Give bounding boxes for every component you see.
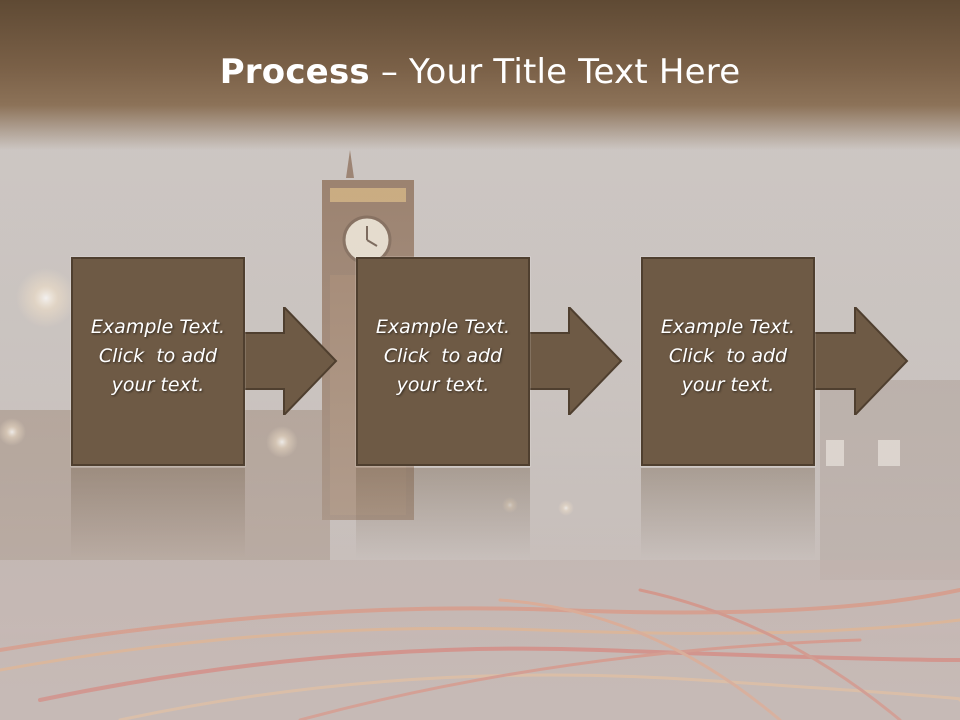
title-rest: – Your Title Text Here	[369, 52, 741, 92]
step-reflection	[356, 468, 530, 558]
step-text-line: Click to add	[668, 345, 788, 367]
title-band	[0, 0, 960, 150]
step-text-line: Example Text.	[660, 316, 796, 338]
step-text-line: your text.	[396, 374, 490, 396]
title-bold: Process	[219, 52, 370, 92]
step-text-line: your text.	[681, 374, 775, 396]
process-step-box[interactable]: Example Text. Click to add your text.	[356, 257, 530, 466]
step-text[interactable]: Example Text. Click to add your text.	[358, 313, 528, 400]
arrow-right-icon	[527, 307, 623, 415]
arrow-right-icon	[242, 307, 338, 415]
slide-title[interactable]: Process – Your Title Text Here	[0, 52, 960, 92]
step-reflection	[641, 468, 815, 558]
step-text-line: Click to add	[98, 345, 218, 367]
step-reflection	[71, 468, 245, 558]
step-text[interactable]: Example Text. Click to add your text.	[73, 313, 243, 400]
step-text[interactable]: Example Text. Click to add your text.	[643, 313, 813, 400]
process-step-box[interactable]: Example Text. Click to add your text.	[71, 257, 245, 466]
step-text-line: Click to add	[383, 345, 503, 367]
arrow-right-icon	[813, 307, 909, 415]
step-text-line: Example Text.	[375, 316, 511, 338]
step-text-line: Example Text.	[90, 316, 226, 338]
process-step-box[interactable]: Example Text. Click to add your text.	[641, 257, 815, 466]
step-text-line: your text.	[111, 374, 205, 396]
